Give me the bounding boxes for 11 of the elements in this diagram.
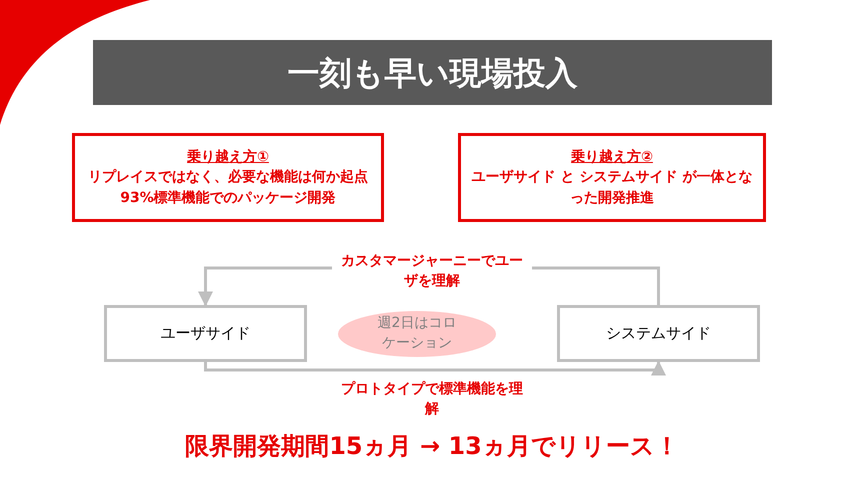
process-box: ユーザサイド [104, 305, 307, 362]
card-text: ユーザサイド と システムサイド が一体となった開発推進 [470, 168, 754, 208]
title-banner: 一刻も早い現場投入 [93, 40, 772, 105]
card-text: 93%標準機能でのパッケージ開発 [119, 188, 337, 208]
ellipse-note: 週2日はコロケーション [338, 311, 496, 357]
conclusion-text: 限界開発期間15ヵ月 → 13ヵ月でリリース！ [184, 431, 680, 462]
card-text: リプレイスではなく、必要な機能は何か起点 [87, 168, 369, 188]
process-box: システムサイド [557, 305, 760, 362]
arrow [204, 360, 666, 376]
card-heading: 乗り越え方② [570, 148, 654, 168]
card-heading: 乗り越え方① [186, 148, 270, 168]
